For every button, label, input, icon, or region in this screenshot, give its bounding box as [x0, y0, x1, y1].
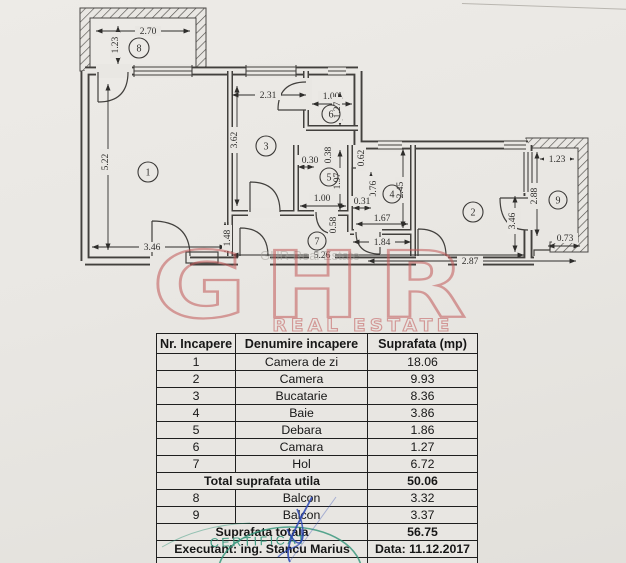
room-nr: 4 — [156, 404, 236, 422]
room-numbers: 1 2 3 4 5 6 7 8 9 — [128, 37, 568, 251]
dim-label: 5.22 — [101, 153, 111, 170]
signature — [277, 496, 337, 563]
total-utila-row: Total suprafata utila 50.06 — [156, 472, 478, 490]
area-table: Nr. Incapere Denumire incapere Suprafata… — [156, 333, 478, 563]
dim-label: 1.67 — [374, 214, 391, 224]
windows — [133, 64, 535, 193]
dim-label: 0.62 — [357, 149, 367, 166]
table-row: 7 Hol 6.72 — [156, 455, 478, 473]
floor-plan: 2.70 1.23 5.22 3.46 2.31 3.62 1.00 1.27 … — [79, 7, 589, 267]
dim-label: 0.73 — [557, 234, 574, 244]
table-row: 2 Camera 9.93 — [156, 370, 478, 388]
room-area: 6.72 — [367, 455, 478, 473]
room-number: 1 — [146, 168, 151, 179]
dim-label: 3.46 — [144, 243, 161, 253]
date-label: Data: 11.12.2017 — [367, 540, 478, 558]
dim-label: 0.76 — [369, 180, 379, 197]
dim-label: 1.23 — [549, 155, 566, 165]
room-number: 9 — [556, 196, 561, 207]
dim-label: 1.23 — [111, 36, 121, 53]
empty-row — [156, 557, 478, 563]
room-name: Hol — [235, 455, 368, 473]
total-utila-value: 50.06 — [367, 472, 478, 490]
room-number: 2 — [471, 208, 476, 219]
room-number: 6 — [329, 110, 334, 121]
room-name: Debara — [235, 421, 368, 439]
dimensions: 2.70 1.23 5.22 3.46 2.31 3.62 1.00 1.27 … — [92, 26, 580, 267]
dim-label: 1.27 — [333, 101, 343, 118]
stamp-text: CERTIFICAT — [210, 533, 308, 550]
empty-cell — [367, 557, 478, 563]
dim-label: 1.00 — [323, 92, 340, 102]
room-number: 5 — [327, 173, 332, 184]
room-nr: 1 — [156, 353, 236, 371]
room-name: Bucatarie — [235, 387, 368, 405]
certification-stamp: CERTIFICAT — [161, 496, 362, 563]
table-row: 9 Balcon 3.37 — [156, 506, 478, 524]
room-name: Camera de zi — [235, 353, 368, 371]
room-area: 3.86 — [367, 404, 478, 422]
room-name: Camara — [235, 438, 368, 456]
dim-label: 2.45 — [396, 181, 406, 198]
dim-label: 1.97 — [333, 172, 343, 189]
dim-label: 1.84 — [374, 238, 391, 248]
table-row: 6 Camara 1.27 — [156, 438, 478, 456]
dim-label: 2.88 — [530, 187, 540, 204]
area-table-container: Nr. Incapere Denumire incapere Suprafata… — [156, 333, 478, 563]
col-header-name: Denumire incapere — [235, 333, 368, 354]
room-area: 3.32 — [367, 489, 478, 507]
dim-label: 0.38 — [324, 146, 334, 163]
dim-label: 1.48 — [223, 229, 233, 246]
dim-label: 0.30 — [302, 156, 319, 166]
dim-label: 0.31 — [354, 197, 371, 207]
room-nr: 2 — [156, 370, 236, 388]
watermark-tagline: REAL ESTATE — [272, 317, 453, 336]
total-label: Suprafata totala — [156, 523, 368, 541]
table-row: 1 Camera de zi 18.06 — [156, 353, 478, 371]
dim-label: 1.00 — [314, 194, 331, 204]
room-area: 1.86 — [367, 421, 478, 439]
room-number: 8 — [137, 44, 142, 55]
dim-label: 3.62 — [230, 131, 240, 148]
dim-label: 2.87 — [462, 257, 479, 267]
watermark: GHR Real Estate GHR REAL ESTATE — [151, 230, 468, 338]
total-row: Suprafata totala 56.75 — [156, 523, 478, 541]
room-area: 18.06 — [367, 353, 478, 371]
dim-label: 2.31 — [260, 91, 277, 101]
dim-label: 2.70 — [140, 27, 157, 37]
room-area: 1.27 — [367, 438, 478, 456]
room-area: 8.36 — [367, 387, 478, 405]
table-row: 5 Debara 1.86 — [156, 421, 478, 439]
room-nr: 5 — [156, 421, 236, 439]
room-number: 4 — [390, 190, 395, 201]
room-name: Baie — [235, 404, 368, 422]
room-area: 3.37 — [367, 506, 478, 524]
room-area: 9.93 — [367, 370, 478, 388]
total-value: 56.75 — [367, 523, 478, 541]
dim-label: 5.26 — [314, 251, 331, 261]
total-utila-label: Total suprafata utila — [156, 472, 368, 490]
room-number: 3 — [264, 142, 269, 153]
room-nr: 7 — [156, 455, 236, 473]
executant-row: Executant: ing. Stancu Marius Data: 11.1… — [156, 540, 478, 558]
dim-label: 3.46 — [508, 212, 518, 229]
room-name: Camera — [235, 370, 368, 388]
col-header-nr: Nr. Incapere — [156, 333, 236, 354]
room-number: 7 — [315, 237, 320, 248]
table-row: 3 Bucatarie 8.36 — [156, 387, 478, 405]
room-nr: 3 — [156, 387, 236, 405]
room-nr: 6 — [156, 438, 236, 456]
dim-label: 0.58 — [329, 216, 339, 233]
table-row: 4 Baie 3.86 — [156, 404, 478, 422]
table-header-row: Nr. Incapere Denumire incapere Suprafata… — [156, 333, 478, 354]
col-header-area: Suprafata (mp) — [367, 333, 478, 354]
